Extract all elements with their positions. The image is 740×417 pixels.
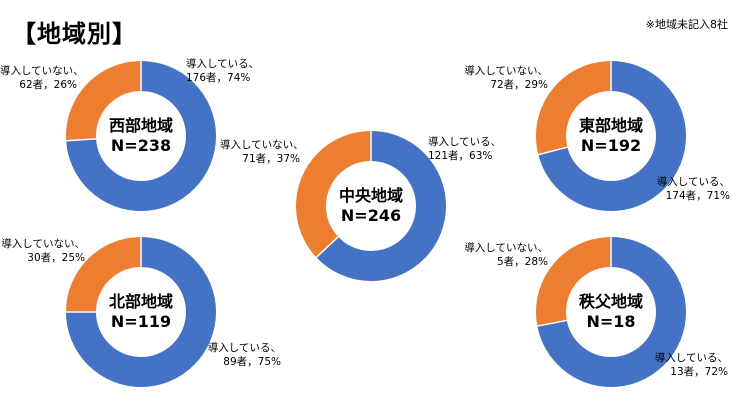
slice-label-introduced: 導入している、176者，74% (186, 58, 260, 84)
donut-west: 西部地域 N=238 (66, 61, 216, 211)
slice-label-introduced: 導入している、174者，71% (656, 176, 730, 202)
donut-central: 中央地域 N=246 (296, 131, 446, 281)
region-name: 北部地域 (108, 292, 173, 311)
n-label: N=119 (110, 312, 172, 331)
figure-title: 【地域別】 (12, 20, 137, 48)
slice-label-not-introduced: 導入していない、62者，26% (0, 65, 84, 91)
footnote: ※地域未記入8社 (645, 18, 728, 31)
donut-north: 北部地域 N=119 (66, 237, 216, 387)
donut-east: 東部地域 N=192 (536, 61, 686, 211)
donut-chichibu-svg (536, 237, 686, 387)
donut-north-svg (66, 237, 216, 387)
region-name: 中央地域 (338, 186, 403, 205)
donut-central-svg (296, 131, 446, 281)
slice-label-not-introduced: 導入していない、71者，37% (220, 139, 304, 165)
n-label: N=192 (580, 136, 642, 155)
region-name: 東部地域 (578, 116, 643, 135)
slice-label-introduced: 導入している、121者，63% (428, 136, 502, 162)
slice-label-introduced: 導入している、13者，72% (654, 352, 728, 378)
slice-separator (538, 146, 568, 156)
slice-label-not-introduced: 導入していない、5者，28% (464, 242, 548, 268)
donut-west-center: 西部地域 N=238 (66, 61, 216, 211)
donut-north-center: 北部地域 N=119 (66, 237, 216, 387)
slice-label-not-introduced: 導入していない、72者，29% (464, 65, 548, 91)
donut-west-svg (66, 61, 216, 211)
region-name: 秩父地域 (578, 292, 643, 311)
donut-east-center: 東部地域 N=192 (536, 61, 686, 211)
slice-separator (537, 319, 567, 327)
slice-label-introduced: 導入している、89者，75% (207, 342, 281, 368)
donut-central-center: 中央地域 N=246 (296, 131, 446, 281)
donut-chichibu: 秩父地域 N=18 (536, 237, 686, 387)
slice-label-not-introduced: 導入していない、30者，25% (1, 238, 85, 264)
slice-separator (315, 236, 339, 258)
donut-chichibu-center: 秩父地域 N=18 (536, 237, 686, 387)
n-label: N=238 (110, 136, 172, 155)
region-name: 西部地域 (108, 116, 173, 135)
n-label: N=18 (586, 312, 636, 331)
donut-east-svg (536, 61, 686, 211)
slice-separator (66, 138, 97, 142)
n-label: N=246 (340, 206, 402, 225)
